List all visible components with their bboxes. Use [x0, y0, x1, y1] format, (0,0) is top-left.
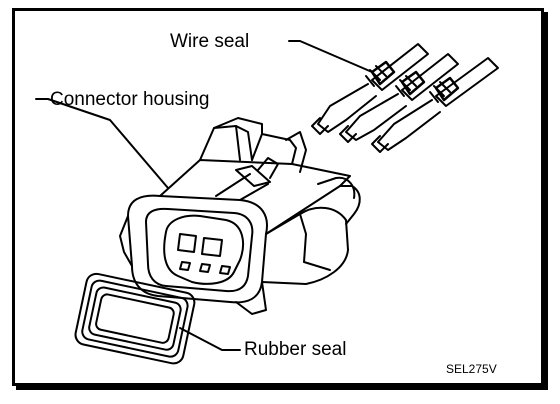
leader-wire-seal — [288, 40, 373, 73]
wire-seal-label: Wire seal — [170, 31, 250, 52]
terminal-1 — [311, 43, 429, 135]
connector-housing — [119, 117, 361, 315]
connector-housing-label: Connector housing — [50, 89, 210, 110]
leader-rubber-seal — [179, 327, 241, 351]
terminal-2 — [339, 53, 459, 143]
figure-code: SEL275V — [446, 362, 497, 376]
rubber-seal-label: Rubber seal — [244, 339, 347, 360]
rubber-seal — [74, 272, 196, 365]
leader-connector-housing — [35, 98, 169, 189]
figure-frame — [12, 8, 544, 386]
terminal-3 — [371, 57, 499, 153]
